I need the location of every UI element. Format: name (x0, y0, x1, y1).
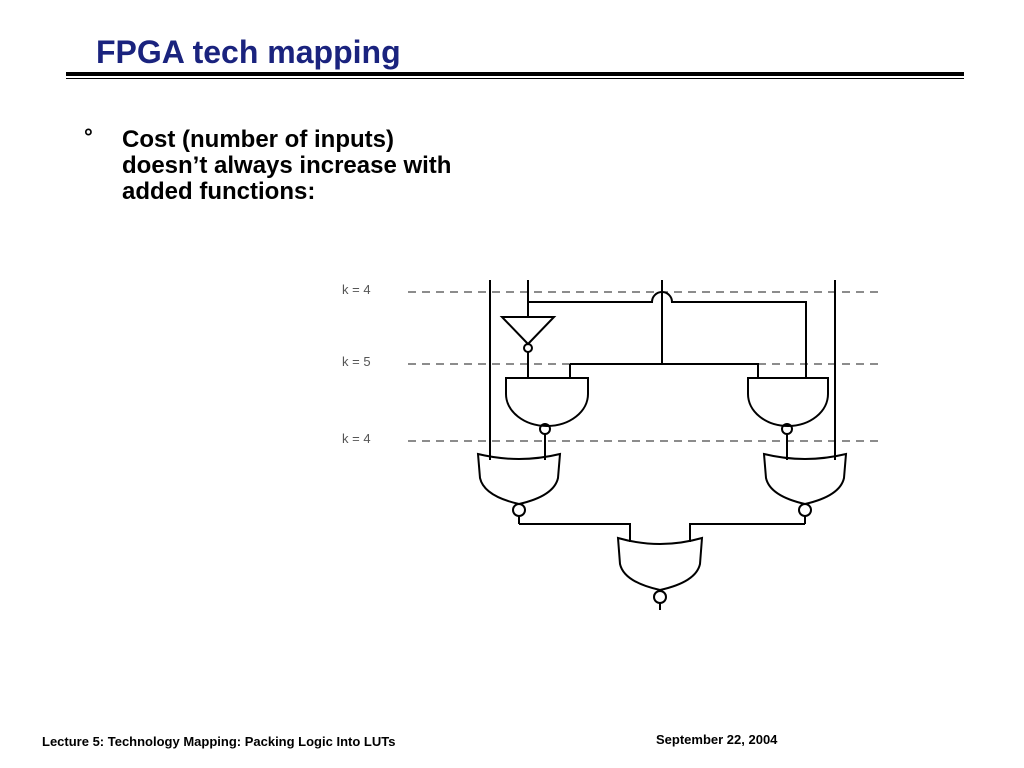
title-underline-thick (66, 72, 964, 76)
cut-label-bottom: k = 4 (342, 431, 371, 446)
footer-date: September 22, 2004 (656, 732, 778, 747)
cut-label-top: k = 4 (342, 282, 371, 297)
output-nor-gate (616, 536, 704, 592)
footer-lecture: Lecture 5: Technology Mapping: Packing L… (42, 734, 396, 749)
right-nand-gate (747, 377, 829, 427)
bullet-text: Cost (number of inputs) doesn’t always i… (122, 126, 452, 205)
left-nand-gate (505, 377, 589, 427)
left-nor-gate (476, 452, 562, 506)
bullet-marker: ° (84, 124, 93, 149)
inverter-gate (499, 316, 557, 346)
right-nor-gate (762, 452, 848, 506)
cut-label-middle: k = 5 (342, 354, 371, 369)
slide-title: FPGA tech mapping (96, 34, 401, 70)
title-underline-thin (66, 78, 964, 79)
logic-circuit-diagram: k = 4 k = 5 k = 4 (342, 280, 880, 610)
